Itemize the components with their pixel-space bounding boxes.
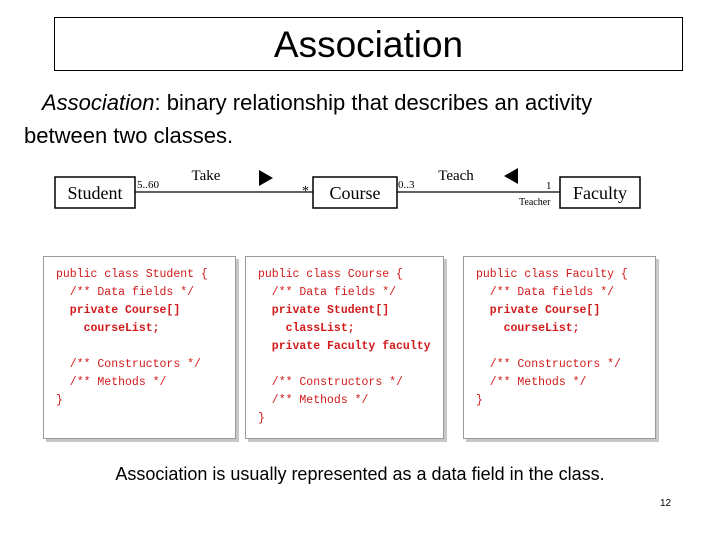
code-line: private Course[] [56, 304, 181, 317]
code-line: } [258, 412, 265, 425]
code-box-faculty: public class Faculty { /** Data fields *… [463, 256, 656, 439]
uml-class-student-label: Student [67, 183, 122, 203]
code-line: /** Constructors */ [258, 376, 403, 389]
uml-take-label: Take [192, 168, 221, 184]
uml-class-course-label: Course [330, 183, 381, 203]
code-box-student: public class Student { /** Data fields *… [43, 256, 236, 439]
definition-line-1: Association: binary relationship that de… [24, 86, 684, 119]
code-line: /** Data fields */ [476, 286, 615, 299]
code-line: /** Methods */ [476, 376, 587, 389]
definition-term: Association [42, 90, 155, 115]
code-line: courseList; [476, 322, 580, 335]
uml-teach-right-multiplicity: 1 [546, 180, 552, 192]
code-line: /** Constructors */ [476, 358, 621, 371]
uml-take-right-multiplicity: * [302, 184, 309, 199]
definition-line-1-rest: : binary relationship that describes an … [154, 90, 593, 115]
slide-title-box: Association [54, 17, 683, 71]
code-line [476, 338, 655, 356]
code-line: /** Methods */ [258, 394, 369, 407]
uml-association-diagram: Student Course Faculty Take 5..60 * Teac… [54, 168, 641, 209]
uml-class-course-box [312, 176, 398, 209]
code-line: private Faculty faculty [258, 340, 431, 353]
uml-take-left-multiplicity: 5..60 [137, 179, 160, 191]
page-number: 12 [660, 498, 672, 509]
code-line: } [56, 394, 63, 407]
definition-line-2: between two classes. [24, 123, 234, 148]
code-line [56, 338, 235, 356]
uml-teach-direction-arrow [504, 168, 518, 184]
code-line: /** Data fields */ [56, 286, 195, 299]
code-line: public class Student { [56, 268, 208, 281]
slide-title: Association [273, 23, 464, 65]
uml-take-direction-arrow [259, 170, 273, 186]
uml-teach-label: Teach [438, 168, 474, 184]
definition-text: Association: binary relationship that de… [24, 86, 684, 152]
uml-teach-left-multiplicity: 0..3 [398, 179, 415, 191]
code-line: courseList; [56, 322, 160, 335]
code-line: /** Constructors */ [56, 358, 201, 371]
uml-teach-role-label: Teacher [519, 197, 551, 208]
uml-class-faculty-label: Faculty [573, 183, 627, 203]
footer-note: Association is usually represented as a … [115, 464, 605, 484]
uml-class-student-box [54, 176, 136, 209]
code-line: } [476, 394, 483, 407]
code-line: public class Course { [258, 268, 403, 281]
code-line: /** Data fields */ [258, 286, 397, 299]
code-line: public class Faculty { [476, 268, 628, 281]
uml-class-faculty-box [559, 176, 641, 209]
code-line: private Student[] [258, 304, 390, 317]
code-box-course: public class Course { /** Data fields */… [245, 256, 444, 439]
code-line [258, 356, 443, 374]
code-line: /** Methods */ [56, 376, 167, 389]
code-line: private Course[] [476, 304, 601, 317]
code-line: classList; [258, 322, 355, 335]
